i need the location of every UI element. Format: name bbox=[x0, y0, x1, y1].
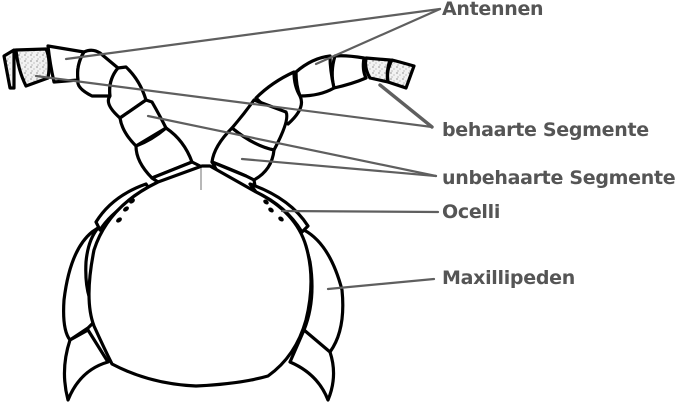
left-hairy-segment-outer bbox=[2, 48, 16, 90]
leader-behaarte-right bbox=[378, 83, 434, 129]
label-antennen: Antennen bbox=[442, 0, 544, 20]
right-hairy-segment-outer bbox=[385, 58, 416, 90]
label-behaarte-segmente: behaarte Segmente bbox=[442, 119, 649, 141]
left-antenna bbox=[2, 44, 206, 184]
right-ocelli bbox=[263, 199, 284, 222]
right-maxilliped-lower bbox=[288, 328, 336, 402]
leader-maxillipeden bbox=[326, 277, 436, 291]
left-ocelli bbox=[116, 198, 135, 223]
label-unbehaarte-segmente: unbehaarte Segmente bbox=[442, 167, 676, 189]
label-ocelli: Ocelli bbox=[442, 201, 501, 223]
right-hairy-segment bbox=[363, 56, 392, 84]
right-segment-2 bbox=[294, 54, 336, 98]
right-antenna bbox=[210, 54, 416, 194]
leader-antennen-left bbox=[64, 7, 442, 61]
head bbox=[62, 164, 345, 402]
left-hairy-segment bbox=[14, 47, 51, 88]
right-segment-1 bbox=[330, 54, 368, 90]
leader-behaarte-left bbox=[34, 74, 434, 129]
leader-unbehaarte-left bbox=[146, 114, 438, 178]
leader-unbehaarte-right bbox=[240, 157, 438, 178]
leader-lines bbox=[34, 7, 442, 291]
head-capsule bbox=[87, 164, 313, 388]
leader-antennen-right bbox=[314, 7, 442, 66]
leader-ocelli bbox=[280, 209, 440, 214]
left-maxilliped-lower bbox=[62, 328, 110, 402]
label-maxillipeden: Maxillipeden bbox=[442, 267, 575, 289]
left-segment-5 bbox=[134, 126, 194, 180]
